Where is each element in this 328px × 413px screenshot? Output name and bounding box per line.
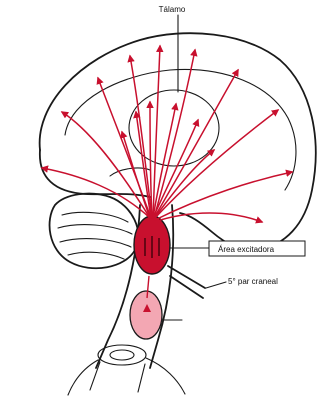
lower-nucleus xyxy=(130,291,162,339)
spinal-cord-section-inner xyxy=(110,350,134,360)
cerebellum xyxy=(50,194,139,269)
spinal-cord-section xyxy=(98,345,146,365)
brainstem-left xyxy=(96,205,140,368)
cranial-nerve-label: 5° par craneal xyxy=(228,277,278,286)
cerebrum-lower-outline xyxy=(40,150,150,197)
nerve-root-left xyxy=(68,360,98,395)
thalamus-label: Tálamo xyxy=(159,5,186,14)
spinal-cord-lower xyxy=(90,362,145,392)
cranial-nerve-pointer xyxy=(206,282,226,288)
cranial-nerve-bundle xyxy=(168,266,205,298)
excitatory-area-label: Área excitadora xyxy=(218,245,275,254)
